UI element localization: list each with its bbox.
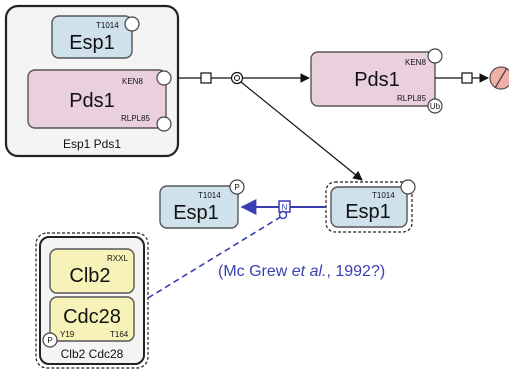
phospho-state-circle <box>229 179 245 195</box>
catalysis-circle <box>278 210 288 220</box>
pds1-site-circle-bottom <box>156 116 172 132</box>
dissociation-process[interactable] <box>178 71 363 181</box>
pds1-node[interactable]: KEN8 Pds1 RLPL85 Ub <box>310 48 443 114</box>
clb2-site: RXXL <box>107 254 128 263</box>
cdc28-phospho-circle <box>42 332 58 348</box>
process-node[interactable] <box>200 72 212 84</box>
esp1-phos-site: T1014 <box>198 191 221 200</box>
esp1-node-site-circle <box>400 179 416 195</box>
phospho-state-label: P <box>234 183 239 192</box>
pds1-node-name: Pds1 <box>354 69 400 91</box>
esp1-in-complex[interactable]: T1014 Esp1 <box>51 15 140 59</box>
degradation-process-node[interactable] <box>461 72 473 84</box>
pds1-node-site-top: KEN8 <box>405 58 426 67</box>
esp1-node[interactable]: T1014 Esp1 <box>325 179 416 233</box>
pds1-site-top: KEN8 <box>122 77 143 86</box>
complex-esp1-pds1[interactable]: T1014 Esp1 KEN8 Pds1 RLPL85 Esp1 Pds1 <box>4 4 180 158</box>
complex-label-esp1-pds1: Esp1 Pds1 <box>63 137 121 151</box>
esp1-phos-name: Esp1 <box>173 202 219 224</box>
cdc28-site-right: T164 <box>110 330 129 339</box>
cdc28-phospho-label: P <box>47 336 52 345</box>
pds1-name: Pds1 <box>69 90 115 112</box>
complex-clb2-cdc28[interactable]: RXXL Clb2 Cdc28 Y19 T164 P Clb2 Cdc28 <box>35 232 149 369</box>
process-marker: N <box>282 203 288 212</box>
esp1-name: Esp1 <box>69 32 115 54</box>
esp1-node-site: T1014 <box>372 191 395 200</box>
complex-label-clb2-cdc28: Clb2 Cdc28 <box>61 347 124 361</box>
ubiquitin-state-circle <box>427 98 443 114</box>
cdc28-name: Cdc28 <box>63 306 121 328</box>
cdc28-site-left: Y19 <box>60 330 75 339</box>
phosphorylation-process[interactable]: N <box>147 199 326 299</box>
degradation-process[interactable] <box>435 66 509 90</box>
pds1-in-complex[interactable]: KEN8 Pds1 RLPL85 <box>27 69 172 132</box>
catalysis-edge <box>147 215 283 299</box>
ubiquitin-state-label: Ub <box>430 102 441 111</box>
esp1-phosphorylated-node[interactable]: T1014 Esp1 P <box>159 179 245 229</box>
esp1-site-circle <box>124 16 140 32</box>
pds1-site-bottom: RLPL85 <box>121 114 150 123</box>
pds1-site-circle-top <box>156 70 172 86</box>
pds1-node-site-circle <box>427 48 443 64</box>
clb2-in-complex[interactable]: RXXL Clb2 <box>49 248 135 294</box>
production-edge-esp1 <box>240 81 363 181</box>
citation: (Mc Grew et al., 1992?) <box>218 263 385 280</box>
esp1-site-label: T1014 <box>96 21 119 30</box>
cdc28-in-complex[interactable]: Cdc28 Y19 T164 P <box>42 296 135 348</box>
pds1-node-site-bottom: RLPL85 <box>397 94 426 103</box>
clb2-name: Clb2 <box>69 265 110 287</box>
esp1-node-name: Esp1 <box>345 201 391 223</box>
